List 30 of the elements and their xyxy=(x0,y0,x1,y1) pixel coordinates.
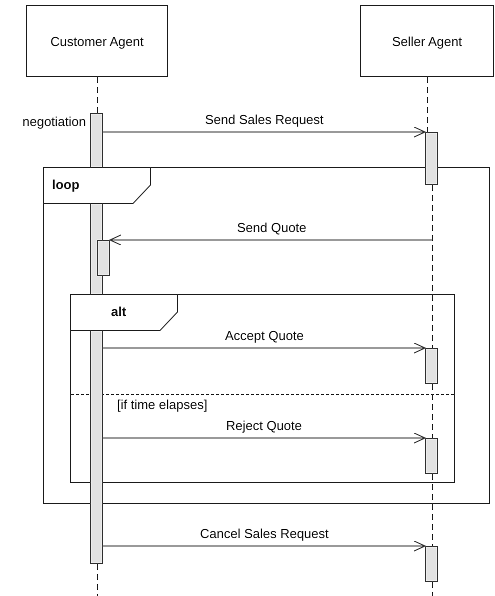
lifeline xyxy=(432,184,433,348)
activation-bar xyxy=(425,348,438,384)
fragment-operator: alt xyxy=(111,304,126,319)
message-label: Cancel Sales Request xyxy=(200,526,329,541)
lifeline xyxy=(97,564,98,596)
guard-condition: [if time elapses] xyxy=(117,397,208,412)
lifeline xyxy=(427,76,428,132)
message-label: Reject Quote xyxy=(226,418,302,433)
message-label: Send Quote xyxy=(237,220,306,235)
participant-box: Customer Agent xyxy=(26,5,168,77)
participant-box: Seller Agent xyxy=(360,5,494,77)
message-arrow xyxy=(102,342,426,354)
activation-bar xyxy=(97,240,110,276)
combined-fragment xyxy=(43,167,490,504)
activation-bar xyxy=(425,438,438,474)
fragment-operator: loop xyxy=(52,177,80,192)
message-arrow xyxy=(110,234,433,246)
lifeline xyxy=(97,76,98,114)
message-arrow xyxy=(102,126,426,138)
message-label: Send Sales Request xyxy=(205,112,324,127)
combined-fragment xyxy=(70,294,455,483)
activation-bar xyxy=(425,132,438,185)
lifeline xyxy=(432,474,433,546)
lifeline xyxy=(432,582,433,596)
message-arrow xyxy=(102,432,426,444)
activation-bar xyxy=(425,546,438,582)
bar-label: negotiation xyxy=(22,114,86,129)
message-label: Accept Quote xyxy=(225,328,304,343)
message-arrow xyxy=(102,540,426,552)
lifeline xyxy=(432,384,433,438)
